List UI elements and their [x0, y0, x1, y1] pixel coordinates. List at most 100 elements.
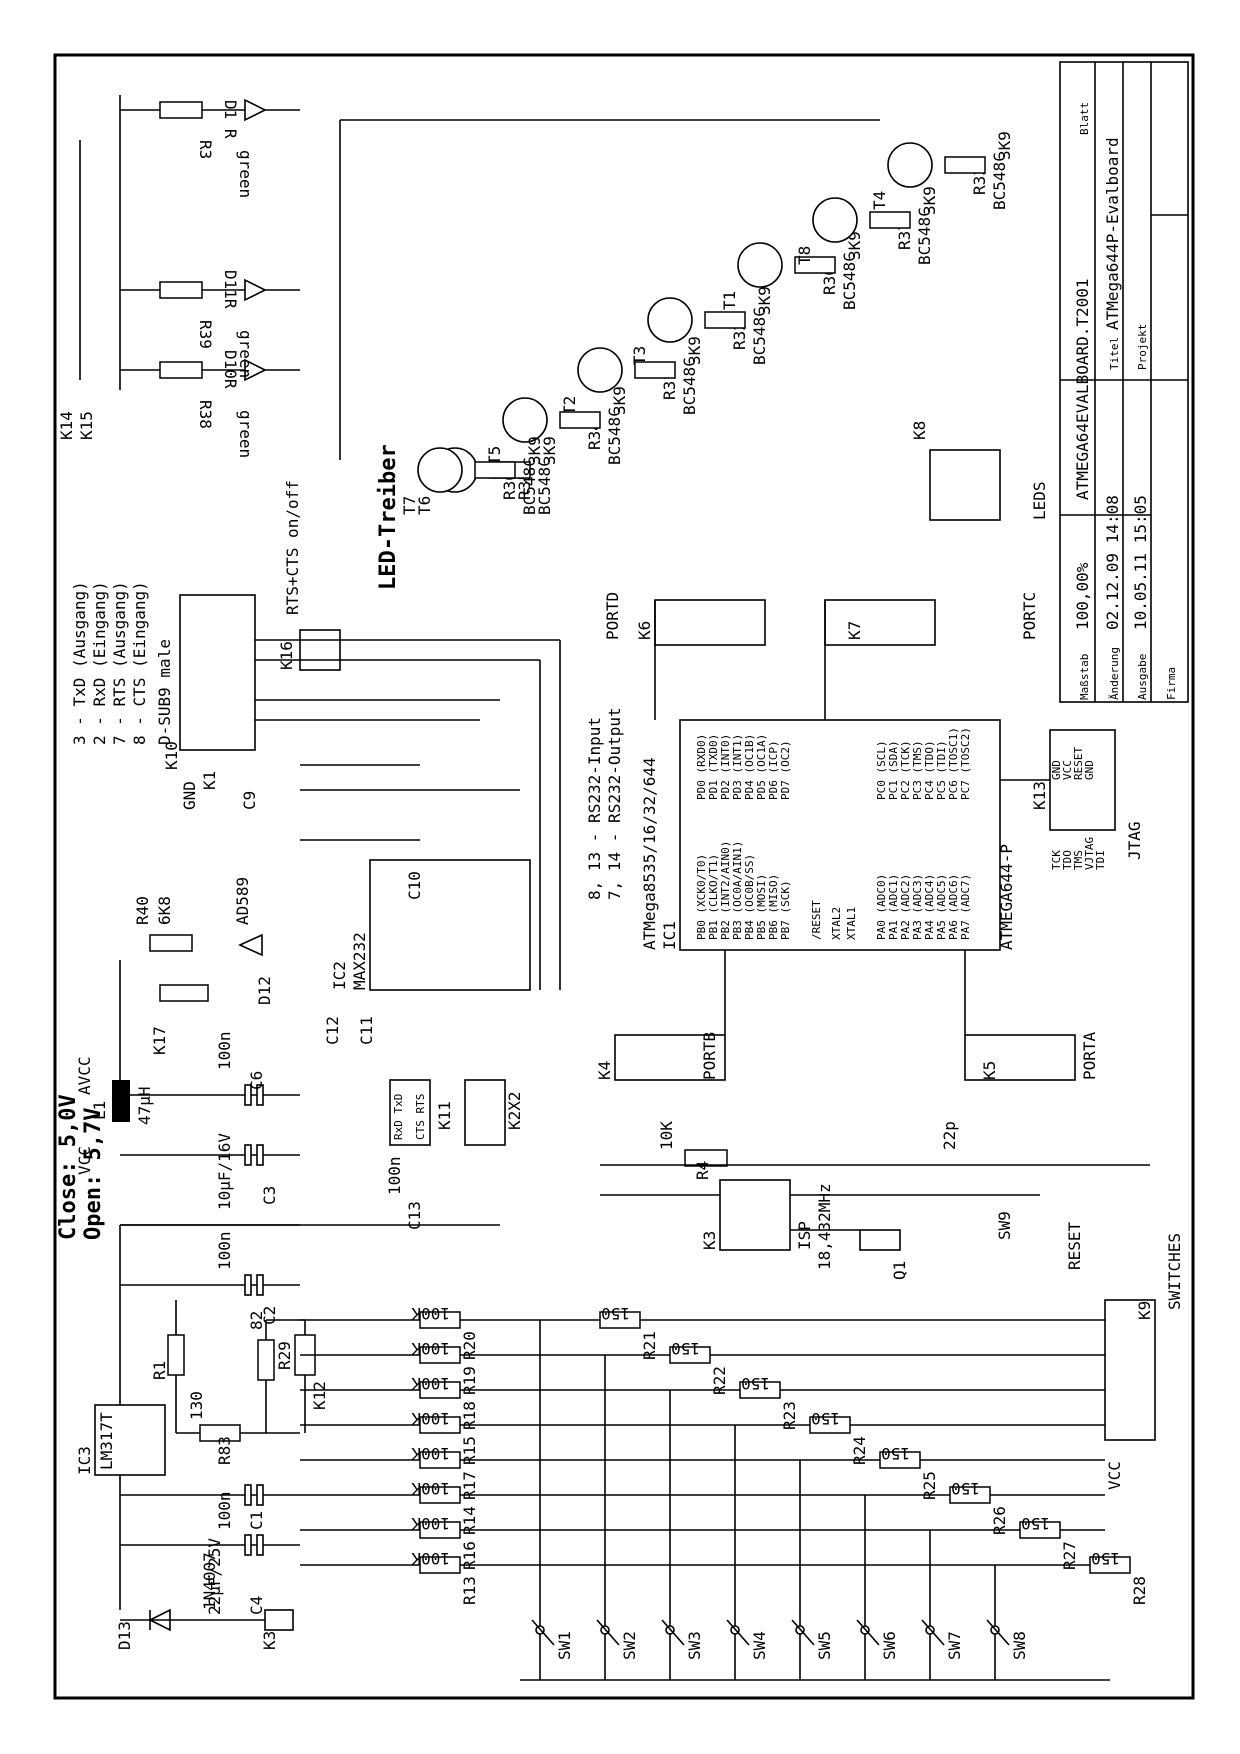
mcu-section: IC1 ATMega8535/16/32/644 ATMEGA644-P PB0…: [595, 592, 1144, 1081]
k14-label: K14: [57, 411, 76, 440]
pullup-resistor-3: [419, 1381, 461, 1399]
c3-value: 10µF/16V: [215, 1133, 234, 1210]
k16-jumper: [299, 629, 341, 671]
series-label-8: R28: [1130, 1576, 1149, 1605]
bc548c-label-3: BC548C: [750, 307, 769, 365]
d12-label: D12: [255, 976, 274, 1005]
c2-value: 100n: [215, 1231, 234, 1270]
datei-value: ATMEGA64EVALBOARD.T2001: [1073, 278, 1092, 500]
t-label-7: T7: [400, 496, 419, 515]
base-resistor-value-6: 3K9: [540, 436, 559, 465]
crystal-freq: 18,432MHz: [815, 1183, 834, 1270]
mcu-pin-labels: PB0 (XCK0/T0)PB1 (CLKO/T1)PB2 (INT2/AIN0…: [695, 727, 972, 940]
pin-label-a3: PA3 (ADC3): [911, 874, 924, 940]
k17-trimmer: [159, 984, 209, 1002]
series-resistor-5: [879, 1451, 921, 1469]
k8-label: K8: [910, 421, 929, 440]
isp-section: K3 ISP 18,432MHz Q1 10K R4 22p SW9 RESET: [600, 1121, 1150, 1280]
pin-label-xtal2: XTAL2: [830, 907, 843, 940]
r40-value: 6K8: [155, 896, 174, 925]
c22-value: 22p: [940, 1121, 959, 1150]
rxd-txd-label: RxD TxD: [392, 1094, 405, 1140]
pullup-resistor-8: [419, 1556, 461, 1574]
pin-label-b1: PB1 (CLKO/T1): [707, 854, 720, 940]
pin-label-reset: /RESET: [810, 900, 823, 940]
bc548c-label-7: BC548C: [520, 457, 539, 515]
green-label-1: green: [236, 150, 255, 198]
gnd-label: GND: [180, 781, 199, 810]
firma-label: Firma: [1165, 667, 1178, 700]
ic2-label: IC2: [330, 961, 349, 990]
k2-label: K3: [260, 1631, 279, 1650]
series-resistor-6: [949, 1486, 991, 1504]
base-resistor-value-8: 3K9: [920, 186, 939, 215]
q1-crystal: [859, 1229, 901, 1251]
k3-label: K3: [700, 1231, 719, 1250]
note-cts: 8 - CTS (Eingang): [130, 581, 149, 745]
pullup-value-3: 100K: [411, 1374, 450, 1393]
note-txd: 3 - TxD (Ausgang): [70, 581, 89, 745]
base-resistor-value-1: 3K9: [845, 231, 864, 260]
green-label-3: green: [236, 410, 255, 458]
series-resistor-4: [809, 1416, 851, 1434]
bc548c-label-4: BC548C: [990, 152, 1009, 210]
r83-label: R83: [215, 1436, 234, 1465]
c4-value: 22µF/25V: [205, 1538, 224, 1615]
k13-pin-8: GND: [1083, 760, 1096, 780]
d13-label: D13: [115, 1621, 134, 1650]
pullup-label-2: R19: [460, 1366, 479, 1395]
aenderung-label: Änderung: [1108, 647, 1121, 700]
series-resistor-2: [669, 1346, 711, 1364]
pin-label-a7: PA7 (ADC7): [959, 874, 972, 940]
d12-reference: [238, 933, 263, 957]
c6-label: C6: [247, 1071, 266, 1090]
d13-value: 1N4007: [200, 1552, 219, 1610]
pullup-value-2: 100K: [411, 1339, 450, 1358]
pullup-value-6: 100K: [411, 1479, 450, 1498]
series-resistor-1: [599, 1311, 641, 1329]
k8-led-connector: [929, 449, 1001, 521]
pullup-label-5: R17: [460, 1471, 479, 1500]
c11-label: C11: [357, 1016, 376, 1045]
transistor-3: [647, 297, 693, 343]
pin-label-c2: PC2 (TCK): [899, 740, 912, 800]
max232-ic: [369, 859, 531, 991]
series-label-5: R25: [920, 1471, 939, 1500]
pin-label-c0: PC0 (SCL): [875, 740, 888, 800]
pullup-value-5: 100K: [411, 1444, 450, 1463]
k11-label: K11: [435, 1101, 454, 1130]
bc548c-label-6: BC548C: [535, 457, 554, 515]
pin-label-a5: PA5 (ADC5): [935, 874, 948, 940]
transistor-4: [887, 142, 933, 188]
pin-label-b7: PB7 (SCK): [779, 880, 792, 940]
switch-label-7: SW7: [945, 1631, 964, 1660]
pin-label-b6: PB6 (MISO): [767, 874, 780, 940]
r38-label: R38: [196, 400, 215, 429]
r4-value: 10K: [657, 1121, 676, 1150]
r39-label: R39: [196, 320, 215, 349]
k2x2-label: K2X2: [505, 1091, 524, 1130]
transistor-1: [737, 242, 783, 288]
portb-label: PORTB: [700, 1032, 719, 1080]
pin-label-b0: PB0 (XCK0/T0): [695, 854, 708, 940]
pullup-value-8: 100K: [411, 1549, 450, 1568]
sw9-label: SW9: [995, 1211, 1014, 1240]
k16-label: K16: [277, 641, 296, 670]
pullup-label-7: R16: [460, 1541, 479, 1570]
pin-label-c3: PC3 (TMS): [911, 740, 924, 800]
pin-label-xtal1: XTAL1: [845, 907, 858, 940]
pullup-label-6: R14: [460, 1506, 479, 1535]
k13-pin-7: RESET: [1072, 747, 1085, 780]
bc548c-label-8: BC548C: [915, 207, 934, 265]
k13-jtag-header: [1049, 729, 1116, 831]
vcc-label-1: VCC: [75, 1146, 94, 1175]
switch-label-2: SW2: [620, 1631, 639, 1660]
t-label-8: T8: [795, 246, 814, 265]
k15-label: K15: [77, 411, 96, 440]
bc548c-label-2: BC548C: [680, 357, 699, 415]
switch-label-5: SW5: [815, 1631, 834, 1660]
k11-jumper: [389, 1079, 431, 1146]
k9-header: [1104, 1299, 1156, 1441]
series-value-5: 150: [881, 1444, 910, 1463]
base-resistor-value-4: 3K9: [995, 131, 1014, 160]
